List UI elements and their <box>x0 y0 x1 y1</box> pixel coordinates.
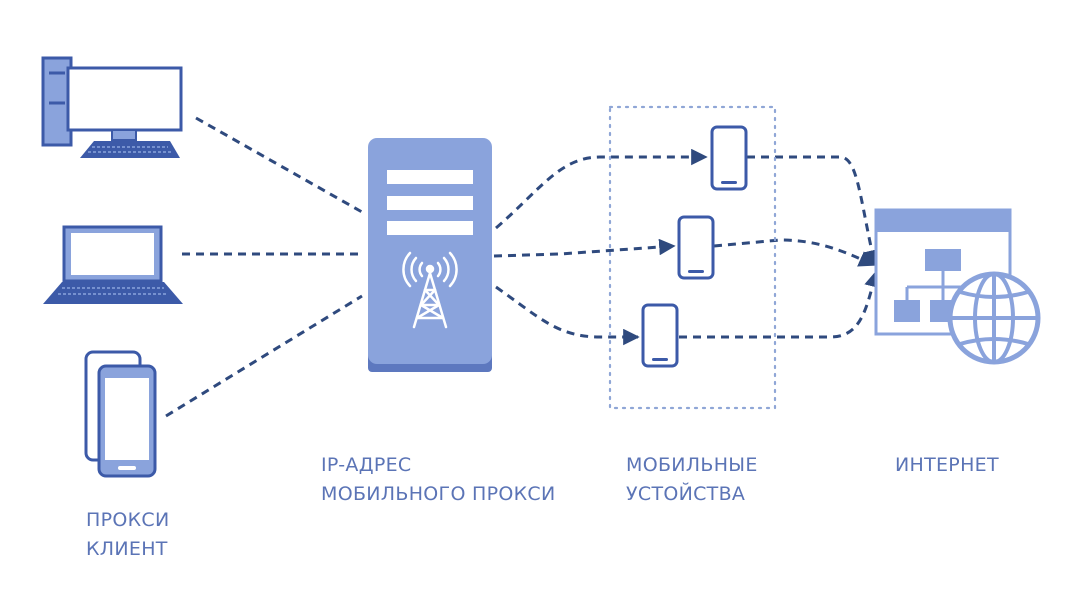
line-proxy-to-phone-1 <box>495 148 708 230</box>
smartphone-icon <box>710 125 748 191</box>
line-desktop-to-proxy <box>195 116 363 214</box>
proxy-client-label-line-2: КЛИЕНТ <box>86 538 168 560</box>
internet-label: ИНТЕРНЕТ <box>895 451 999 480</box>
mobile-phones-icon <box>84 350 157 478</box>
proxy-client-label: ПРОКСИ КЛИЕНТ <box>86 506 169 564</box>
mobile-proxy-ip-label-line-1: IP-АДРЕС <box>321 454 412 476</box>
smartphone-icon <box>641 303 679 368</box>
line-proxy-to-phone-3 <box>495 285 640 346</box>
mobile-devices-label-line-2: УСТОЙСТВА <box>626 483 746 505</box>
mobile-devices-label-line-1: МОБИЛЬНЫЕ <box>626 454 758 476</box>
internet-globe-icon <box>874 208 1041 365</box>
mobile-devices-group-box <box>608 105 777 410</box>
proxy-server-icon <box>368 138 492 372</box>
mobile-proxy-ip-label: IP-АДРЕС МОБИЛЬНОГО ПРОКСИ <box>321 451 556 509</box>
mobile-devices-label: МОБИЛЬНЫЕ УСТОЙСТВА <box>626 451 758 509</box>
proxy-client-label-line-1: ПРОКСИ <box>86 509 170 531</box>
connection-lines <box>165 116 881 418</box>
line-phone-1-to-internet <box>747 155 880 267</box>
mobile-proxy-ip-label-line-2: МОБИЛЬНОГО ПРОКСИ <box>321 483 556 505</box>
line-proxy-to-phone-2 <box>493 238 676 258</box>
smartphone-icon <box>677 215 715 280</box>
internet-label-line-1: ИНТЕРНЕТ <box>895 454 999 476</box>
line-phone-2-to-internet <box>713 238 876 267</box>
line-phone-3-to-internet <box>679 270 881 339</box>
laptop-icon <box>43 225 183 304</box>
line-phones-to-proxy <box>165 294 363 418</box>
desktop-computer-icon <box>41 56 183 158</box>
cell-tower-icon <box>402 251 458 329</box>
